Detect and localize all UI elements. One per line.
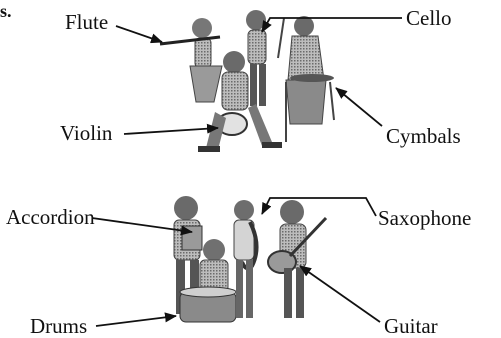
saxophone-leader-line [261,197,377,217]
cymbals-player-figure [277,16,335,142]
accordion-instrument [181,225,203,251]
label-cymbals: Cymbals [386,124,461,148]
upper-band-illustration [159,10,335,152]
cymbal-instrument [290,74,334,82]
saxophone-player-figure [233,200,259,318]
guitar-leader-line [299,265,381,323]
violin-leader-line [123,123,219,135]
label-saxophone: Saxophone [378,206,472,230]
cello-player-figure [246,10,267,106]
label-drums: Drums [30,314,88,338]
flute-player-figure [159,18,223,103]
clipped-text-fragment: s. [0,1,12,21]
flute-instrument [159,35,221,46]
lower-band-illustration [173,196,328,323]
label-accordion: Accordion [6,205,95,229]
cello-leader-line [261,17,402,33]
flute-leader-line [115,25,163,44]
label-cello: Cello [406,6,452,30]
cymbals-leader-line [335,87,383,127]
guitar-player-figure [267,200,328,318]
accordion-leader-line [91,217,193,236]
label-guitar: Guitar [384,314,438,338]
drums-player-figure [179,239,237,323]
label-violin: Violin [60,121,113,145]
drums-leader-line [95,312,177,327]
guitar-instrument [267,250,297,274]
label-flute: Flute [65,10,109,34]
leader-lines [91,17,402,327]
